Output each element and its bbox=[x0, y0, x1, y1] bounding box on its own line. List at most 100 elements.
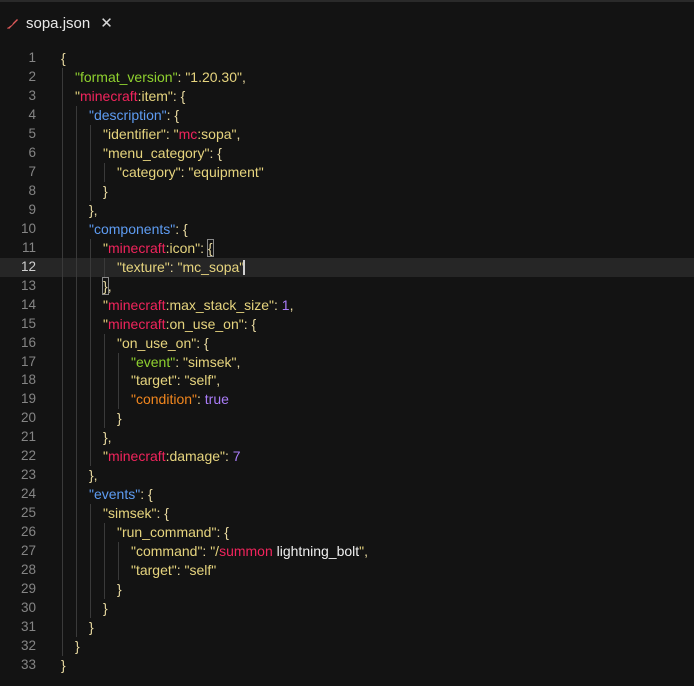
line-number: 15 bbox=[20, 315, 36, 331]
code-line[interactable]: 6"menu_category": { bbox=[0, 143, 694, 163]
tab-sopa-json[interactable]: sopa.json ✕ bbox=[6, 10, 113, 36]
code-token: : bbox=[196, 391, 205, 408]
code-token: "self" bbox=[184, 562, 217, 579]
code-token: :sopa" bbox=[197, 125, 237, 142]
indent-guide bbox=[90, 504, 91, 524]
code-line[interactable]: 14"minecraft:max_stack_size": 1, bbox=[0, 295, 694, 315]
code-token: : bbox=[176, 562, 185, 579]
indent-guide bbox=[76, 276, 77, 296]
code-line[interactable]: 1{ bbox=[0, 49, 694, 68]
code-line[interactable]: 4"description": { bbox=[0, 105, 694, 125]
indent-guide bbox=[104, 390, 105, 410]
code-line[interactable]: 22"minecraft:damage": 7 bbox=[0, 447, 694, 467]
code-line[interactable]: 25"simsek": { bbox=[0, 504, 694, 524]
indent-guide bbox=[62, 447, 63, 467]
code-line[interactable]: 32} bbox=[0, 637, 694, 656]
line-number: 3 bbox=[28, 87, 36, 103]
code-token: : bbox=[200, 239, 208, 256]
indent-guide bbox=[90, 390, 91, 410]
code-editor[interactable]: 1{2"format_version": "1.20.30",3 "minecra… bbox=[0, 49, 694, 675]
indent-guide bbox=[76, 181, 77, 201]
indent-guide bbox=[90, 295, 91, 315]
code-line[interactable]: 29} bbox=[0, 580, 694, 600]
code-text: } bbox=[117, 580, 122, 599]
indent-guide bbox=[62, 295, 63, 315]
line-number: 24 bbox=[20, 486, 36, 502]
code-line[interactable]: 27"command": "/summon lightning_bolt", bbox=[0, 542, 694, 562]
code-line[interactable]: 11"minecraft:icon": { bbox=[0, 238, 694, 258]
code-line[interactable]: 20} bbox=[0, 409, 694, 429]
code-text: "texture": "mc_sopa" bbox=[117, 258, 246, 277]
indent-guide bbox=[62, 428, 63, 448]
indent-guide bbox=[76, 314, 77, 334]
indent-guide bbox=[76, 333, 77, 353]
code-text: "minecraft:damage": 7 bbox=[103, 447, 241, 466]
code-token: : bbox=[175, 353, 183, 370]
line-number: 19 bbox=[20, 391, 36, 407]
code-token: "on_use_on" bbox=[117, 334, 197, 351]
code-line[interactable]: 13}, bbox=[0, 276, 694, 296]
code-token: mc bbox=[178, 125, 198, 142]
indent-guide bbox=[76, 409, 77, 429]
indent-guide bbox=[76, 466, 77, 486]
indent-guide bbox=[76, 352, 77, 372]
code-line[interactable]: 5"identifier": "mc:sopa", bbox=[0, 124, 694, 144]
code-line[interactable]: 33} bbox=[0, 656, 694, 675]
code-line[interactable]: 23}, bbox=[0, 466, 694, 486]
code-token: "category" bbox=[117, 163, 181, 180]
code-line[interactable]: 31} bbox=[0, 618, 694, 638]
indent-guide bbox=[104, 257, 105, 277]
code-token: "command" bbox=[131, 543, 203, 560]
code-line[interactable]: 21}, bbox=[0, 428, 694, 448]
code-line[interactable]: 28"target": "self" bbox=[0, 561, 694, 581]
json-file-icon bbox=[6, 16, 20, 30]
indent-guide bbox=[104, 162, 105, 182]
indent-guide bbox=[104, 523, 105, 543]
indent-guide bbox=[62, 618, 63, 638]
code-token: : bbox=[177, 68, 186, 85]
indent-guide bbox=[76, 200, 77, 220]
code-line[interactable]: 16"on_use_on": { bbox=[0, 333, 694, 353]
line-number: 31 bbox=[20, 619, 36, 635]
code-line[interactable]: 8} bbox=[0, 181, 694, 201]
code-line[interactable]: 19"condition": true bbox=[0, 390, 694, 410]
code-line[interactable]: 15"minecraft:on_use_on": { bbox=[0, 314, 694, 334]
code-token: "target" bbox=[131, 372, 177, 389]
indent-guide bbox=[90, 542, 91, 562]
code-token: , bbox=[289, 296, 294, 313]
code-text: "minecraft:icon": { bbox=[103, 238, 214, 258]
indent-guide bbox=[90, 371, 91, 391]
indent-guide bbox=[90, 428, 91, 448]
indent-guide bbox=[62, 371, 63, 391]
code-line[interactable]: 9}, bbox=[0, 200, 694, 220]
line-number: 30 bbox=[20, 600, 36, 616]
indent-guide bbox=[76, 447, 77, 467]
code-line[interactable]: 2"format_version": "1.20.30", bbox=[0, 67, 694, 87]
code-line[interactable]: 3"minecraft:item": { bbox=[0, 86, 694, 106]
code-token: :damage" bbox=[165, 448, 226, 465]
code-line[interactable]: 18"target": "self", bbox=[0, 371, 694, 391]
line-number: 14 bbox=[20, 296, 36, 312]
indent-guide bbox=[76, 295, 77, 315]
code-line[interactable]: 24"events": { bbox=[0, 485, 694, 505]
code-token: " bbox=[173, 125, 179, 142]
indent-guide bbox=[62, 86, 63, 106]
code-token: " bbox=[75, 87, 80, 104]
code-line[interactable]: 30} bbox=[0, 599, 694, 619]
code-line[interactable]: 17"event": "simsek", bbox=[0, 352, 694, 372]
code-token: , bbox=[216, 372, 221, 389]
indent-guide bbox=[62, 637, 63, 656]
indent-guide bbox=[90, 181, 91, 201]
code-text: "target": "self", bbox=[131, 371, 220, 390]
code-line[interactable]: 12"texture": "mc_sopa" bbox=[0, 257, 694, 277]
code-text: "command": "/summon lightning_bolt", bbox=[131, 542, 368, 561]
code-line[interactable]: 10"components": { bbox=[0, 219, 694, 239]
close-icon[interactable]: ✕ bbox=[100, 15, 113, 32]
code-line[interactable]: 26"run_command": { bbox=[0, 523, 694, 543]
indent-guide bbox=[62, 485, 63, 505]
indent-guide bbox=[62, 542, 63, 562]
code-line[interactable]: 7"category": "equipment" bbox=[0, 162, 694, 182]
code-token: "description" bbox=[89, 106, 167, 123]
line-number: 10 bbox=[20, 220, 36, 236]
code-token: : { bbox=[172, 87, 186, 104]
